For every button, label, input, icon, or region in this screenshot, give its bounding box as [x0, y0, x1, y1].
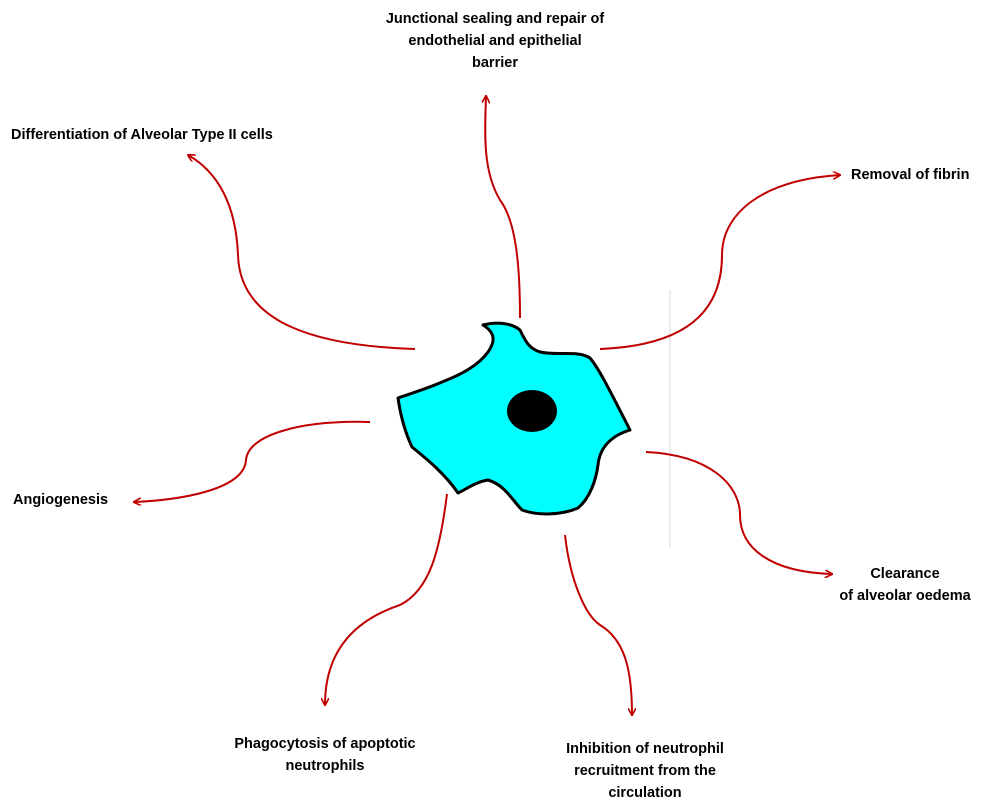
arrow-to-removal-of-fibrin	[600, 175, 840, 349]
label-phagocytosis-line-2: neutrophils	[200, 755, 450, 777]
cell-nucleus	[507, 390, 557, 432]
label-clearance-line-1: Clearance	[820, 563, 990, 585]
label-removal-of-fibrin: Removal of fibrin	[851, 164, 969, 186]
label-inhibition-line-2: recruitment from the	[520, 760, 770, 782]
label-phagocytosis: Phagocytosis of apoptotic neutrophils	[200, 733, 450, 777]
arrow-to-inhibition	[565, 535, 632, 715]
label-inhibition-line-1: Inhibition of neutrophil	[520, 738, 770, 760]
label-differentiation: Differentiation of Alveolar Type II cell…	[11, 124, 273, 146]
label-junctional-line-2: endothelial and epithelial	[350, 30, 640, 52]
arrow-to-differentiation	[188, 155, 415, 349]
label-inhibition: Inhibition of neutrophil recruitment fro…	[520, 738, 770, 804]
arrow-to-clearance	[646, 452, 832, 574]
arrow-to-junctional-sealing	[485, 96, 520, 318]
label-phagocytosis-line-1: Phagocytosis of apoptotic	[200, 733, 450, 755]
arrow-to-phagocytosis	[325, 494, 447, 705]
label-junctional-sealing: Junctional sealing and repair of endothe…	[350, 8, 640, 74]
arrow-to-angiogenesis	[134, 422, 370, 502]
label-angiogenesis: Angiogenesis	[13, 489, 108, 511]
label-inhibition-line-3: circulation	[520, 782, 770, 804]
label-junctional-line-1: Junctional sealing and repair of	[350, 8, 640, 30]
label-clearance: Clearance of alveolar oedema	[820, 563, 990, 607]
label-junctional-line-3: barrier	[350, 52, 640, 74]
label-clearance-line-2: of alveolar oedema	[820, 585, 990, 607]
